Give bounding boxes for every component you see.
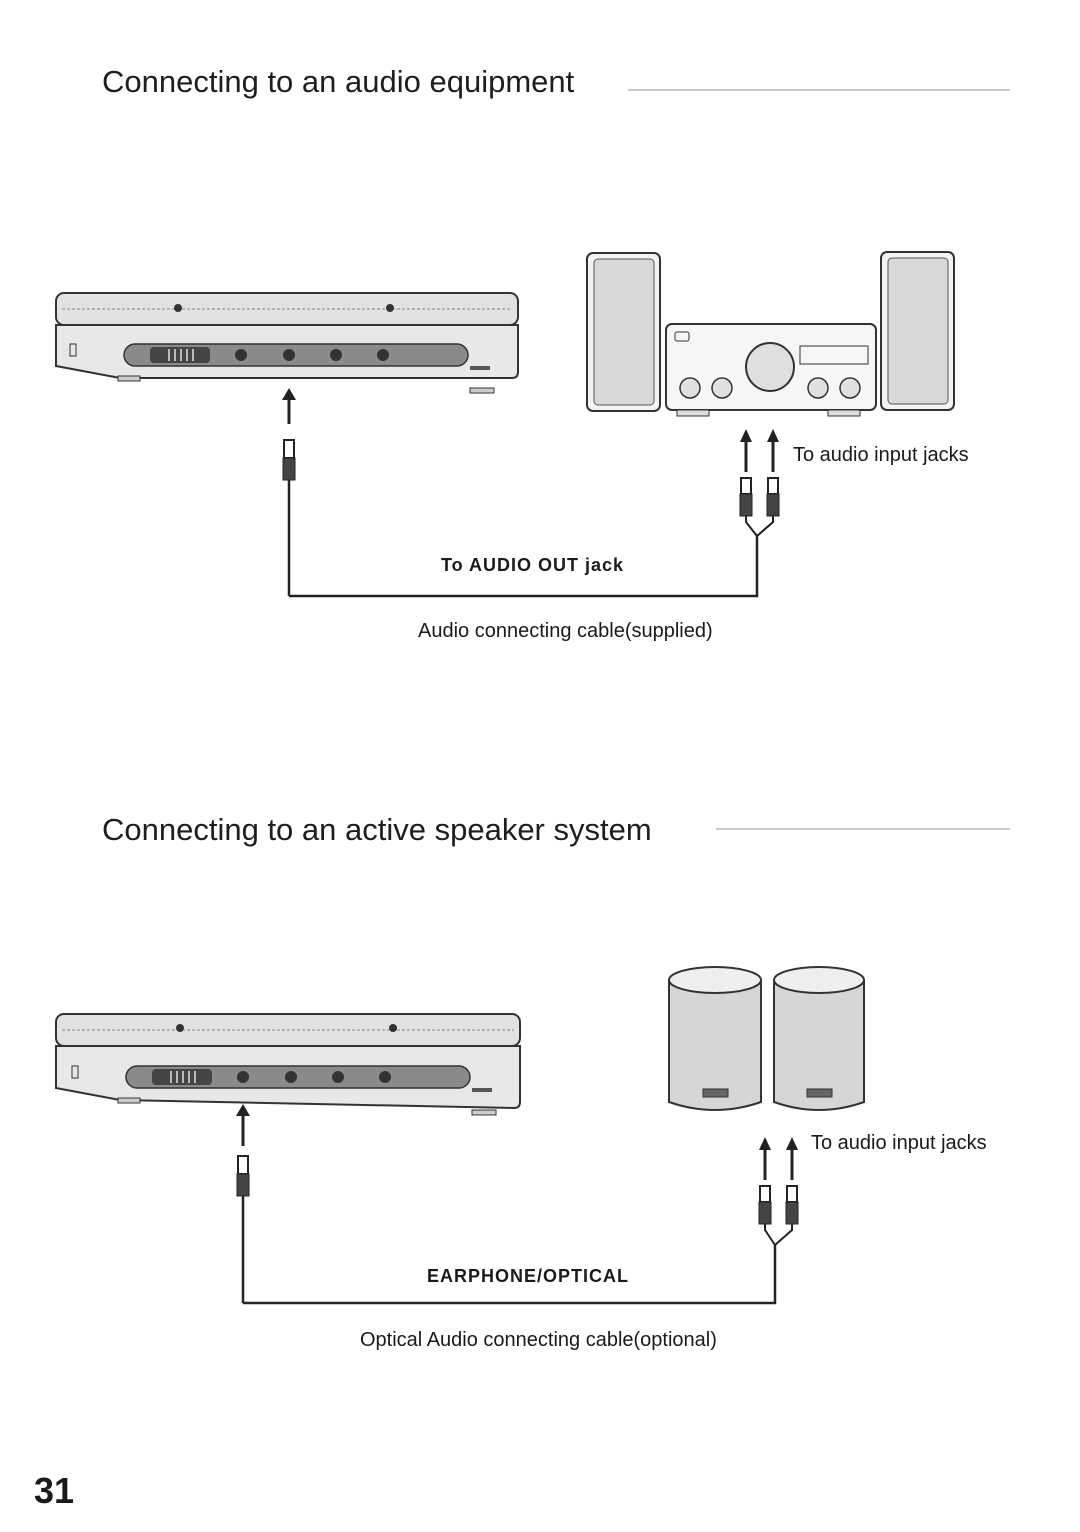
dvd-player-illustration <box>55 292 519 394</box>
rca-plugs <box>758 1137 799 1247</box>
cable-caption: Audio connecting cable(supplied) <box>418 620 713 642</box>
stereo-system-illustration <box>586 251 955 417</box>
audio-out-jack-label: To AUDIO OUT jack <box>441 555 625 575</box>
heading-rule <box>628 89 1010 91</box>
dvd-player-illustration <box>55 1013 521 1116</box>
active-speaker-diagram: To audio input jacks EARPHONE/OPTICAL Op… <box>0 700 1080 1400</box>
active-speakers-illustration <box>668 966 865 1111</box>
audio-out-plug <box>282 388 296 596</box>
cable-caption: Optical Audio connecting cable(optional) <box>360 1329 717 1351</box>
section-title-audio-equipment: Connecting to an audio equipment <box>102 64 575 99</box>
section-title-active-speaker: Connecting to an active speaker system <box>102 812 652 847</box>
optical-cable-line <box>243 1245 777 1305</box>
audio-cable-line <box>289 536 759 598</box>
optical-out-plug <box>236 1104 250 1303</box>
heading-rule <box>716 828 1010 830</box>
earphone-optical-label: EARPHONE/OPTICAL <box>427 1266 630 1286</box>
input-jacks-label: To audio input jacks <box>793 444 969 466</box>
page-number: 31 <box>34 1470 75 1511</box>
audio-equipment-diagram: To audio input jacks To AUDIO OUT jack A… <box>0 0 1080 700</box>
input-jacks-label: To audio input jacks <box>811 1132 987 1154</box>
rca-plugs <box>739 429 780 538</box>
